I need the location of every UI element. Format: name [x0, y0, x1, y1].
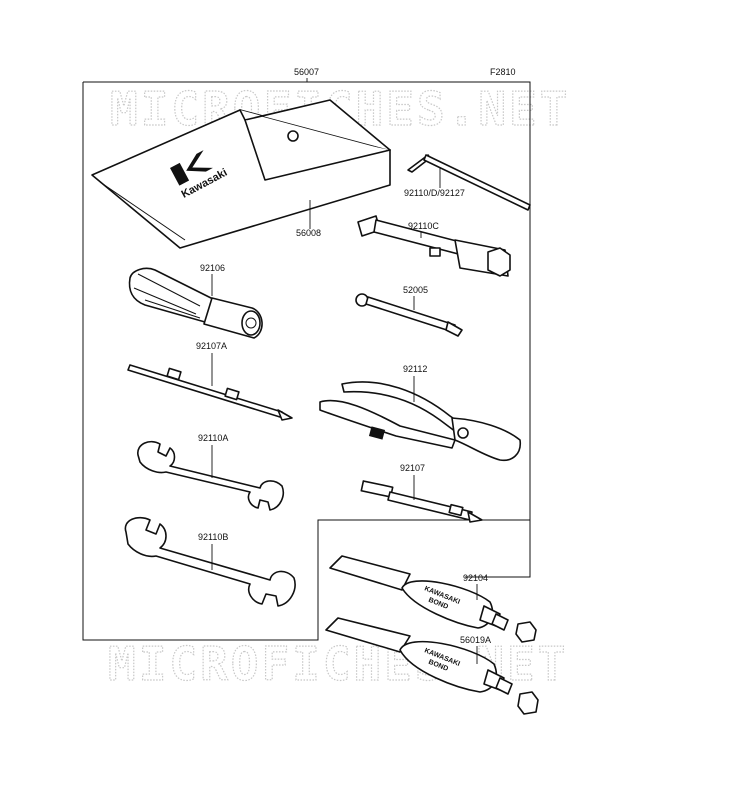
screwdriver-bit-short — [360, 480, 483, 523]
part-label-92112: 92112 — [403, 364, 427, 374]
part-label-92107a: 92107A — [196, 341, 227, 351]
part-label-92110b: 92110B — [198, 532, 228, 542]
part-label-92107: 92107 — [400, 463, 425, 473]
open-end-wrench-small — [137, 440, 285, 511]
screwdriver-bit-long — [127, 364, 293, 421]
screwdriver-shaft — [355, 293, 463, 337]
bond-tube-upper: KAWASAKI BOND — [329, 555, 537, 643]
part-label-52005: 52005 — [403, 285, 428, 295]
part-label-92110a: 92110A — [198, 433, 228, 443]
screwdriver-handle — [128, 267, 263, 339]
part-label-92104: 92104 — [463, 573, 488, 583]
part-label-92106: 92106 — [200, 263, 225, 273]
part-label-92110d: 92110/D/92127 — [404, 188, 465, 198]
pliers — [319, 381, 522, 462]
part-label-56007: 56007 — [294, 67, 319, 77]
bond-tube-lower: KAWASAKI BOND — [325, 617, 539, 715]
open-end-wrench-large — [124, 516, 296, 607]
hex-key — [407, 154, 531, 211]
tool-pouch: Kawasaki — [91, 99, 391, 249]
part-label-56019a: 56019A — [460, 635, 491, 645]
part-label-56008: 56008 — [296, 228, 321, 238]
figure-code: F2810 — [490, 67, 516, 77]
part-label-92110c: 92110C — [408, 221, 439, 231]
